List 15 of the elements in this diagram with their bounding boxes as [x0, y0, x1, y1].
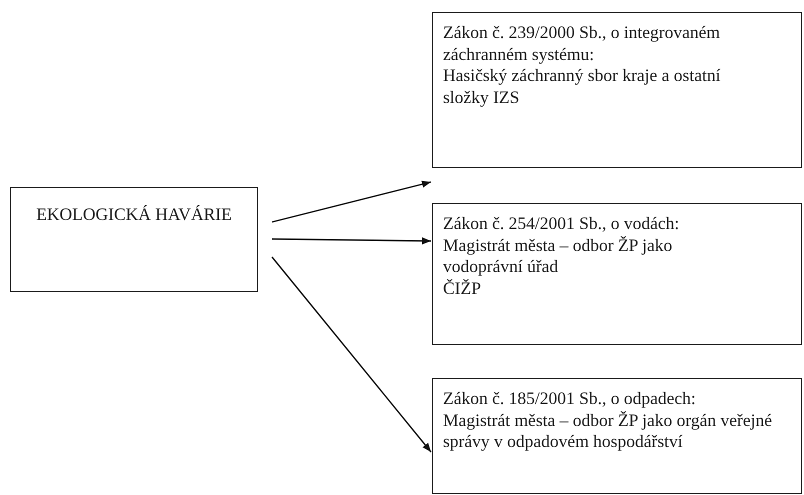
box-text: Magistrát města – odbor ŽP jako vodoprávní úřad	[443, 234, 674, 278]
box-text: EKOLOGICKÁ HAVÁRIE	[35, 204, 233, 226]
box-text: Zákon č. 254/2001 Sb., o vodách:	[443, 213, 680, 234]
box-text: Magistrát města – odbor ŽP jako orgán veřejné správy v odpadovém hospodářství	[443, 410, 774, 452]
box-text: Zákon č. 185/2001 Sb., o odpadech:	[443, 388, 697, 410]
process-box	[432, 378, 802, 494]
arrow	[272, 237, 431, 244]
arrow	[271, 256, 432, 452]
box-text: Hasičský záchranný sbor kraje a ostatní složky IZS	[443, 65, 722, 108]
box-text: ČIŽP	[443, 278, 482, 299]
process-box	[10, 187, 258, 292]
process-box	[432, 203, 802, 345]
box-text: Zákon č. 239/2000 Sb., o integrovaném záchranném systému:	[443, 22, 722, 65]
process-box	[432, 12, 802, 168]
arrow	[272, 180, 432, 223]
